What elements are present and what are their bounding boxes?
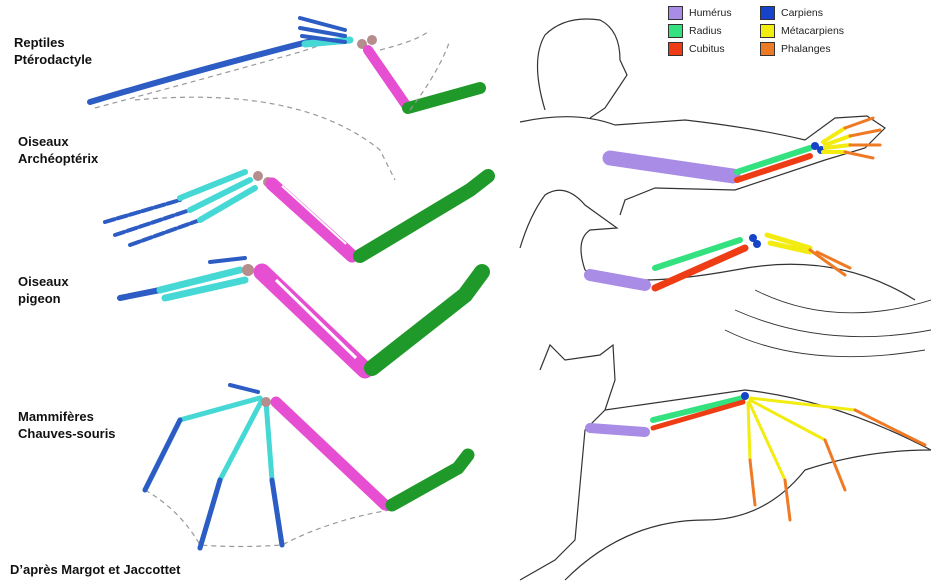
bat-humerus-right <box>590 428 645 432</box>
legend-item: Cubitus <box>668 42 725 56</box>
human-humerus <box>610 158 733 176</box>
bat-wing-illustration <box>520 345 931 580</box>
archaeopteryx-metacarpals <box>180 172 255 220</box>
pterodactyl-digit-bone <box>90 40 315 102</box>
archaeopteryx-forearm <box>272 184 352 256</box>
bone-legend: Humérus Radius Cubitus Carpiens Métacarp… <box>668 6 928 66</box>
archaeopteryx-forearm-gap <box>282 186 346 244</box>
pterodactyl-humerus <box>408 88 480 108</box>
wing-outline <box>145 490 390 547</box>
archaeopteryx-wing <box>105 171 488 256</box>
pterodactyl-wing <box>90 18 480 180</box>
wing-outline <box>95 42 330 108</box>
bat-digit-tips <box>145 420 282 548</box>
bat-phalanges-right <box>750 410 925 520</box>
right-anatomy-drawing <box>505 0 931 583</box>
bird-humerus <box>590 275 645 285</box>
pterodactyl-forearm <box>368 50 408 108</box>
legend-swatch-phalanges <box>760 42 775 56</box>
bat-carpal-right <box>741 392 749 400</box>
pigeon-wing <box>120 258 482 370</box>
bat-carpal <box>261 397 271 407</box>
human-metacarpals <box>823 128 850 152</box>
bat-outline <box>520 345 931 580</box>
legend-item: Radius <box>668 24 722 38</box>
bird-phalanges <box>810 250 850 275</box>
legend-item: Carpiens <box>760 6 823 20</box>
pterodactyl-carpal <box>367 35 377 45</box>
pigeon-digit <box>120 290 160 298</box>
bat-membrane <box>565 450 931 580</box>
legend-item: Phalanges <box>760 42 831 56</box>
legend-item: Humérus <box>668 6 732 20</box>
right-anatomy-panel: Humérus Radius Cubitus Carpiens Métacarp… <box>505 0 931 583</box>
pigeon-forearm-gap <box>276 280 356 358</box>
legend-swatch-humerus <box>668 6 683 20</box>
left-skeleton-drawing <box>0 0 520 583</box>
wing-outline <box>135 97 395 180</box>
human-head <box>538 19 628 118</box>
bat-humerus <box>392 455 468 505</box>
bat-digit-2 <box>145 398 260 490</box>
bird-metacarpals <box>767 235 810 252</box>
legend-swatch-cubitus <box>668 42 683 56</box>
bat-forearm <box>276 402 385 505</box>
credit-text: D’après Margot et Jaccottet <box>10 562 181 577</box>
archaeopteryx-humerus <box>360 176 488 256</box>
pigeon-alula <box>210 258 245 262</box>
legend-item: Métacarpiens <box>760 24 844 38</box>
legend-swatch-metacarpiens <box>760 24 775 38</box>
bird-wing-illustration <box>520 190 931 356</box>
pigeon-humerus <box>372 272 482 368</box>
bird-carpal <box>753 240 761 248</box>
pigeon-carpal <box>242 264 254 276</box>
bird-feathers <box>725 290 931 357</box>
bat-digit-3 <box>200 400 262 548</box>
archaeopteryx-fingers <box>105 200 200 245</box>
legend-swatch-carpiens <box>760 6 775 20</box>
bat-thumb <box>230 385 258 392</box>
bat-wing-left <box>145 385 468 548</box>
legend-swatch-radius <box>668 24 683 38</box>
archaeopteryx-carpal <box>253 171 263 181</box>
pigeon-forearm <box>262 272 365 370</box>
pigeon-metacarpals <box>160 270 245 298</box>
